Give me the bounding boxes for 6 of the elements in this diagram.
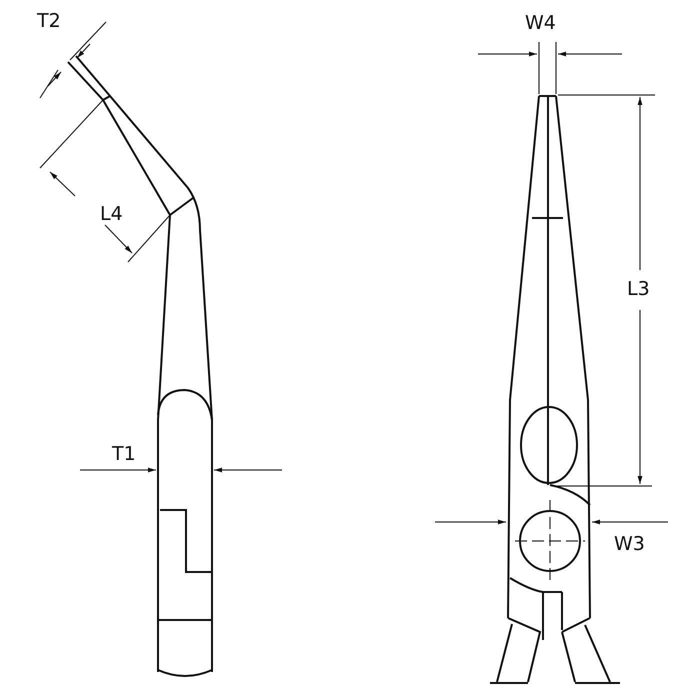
dimension-label: T2 [37, 12, 61, 31]
dimension-label: W3 [614, 535, 645, 554]
dimension-label: W4 [525, 14, 556, 33]
dimension-label: L3 [627, 280, 650, 299]
dimension-label: T1 [112, 445, 136, 464]
dimension-label: L4 [100, 205, 123, 224]
